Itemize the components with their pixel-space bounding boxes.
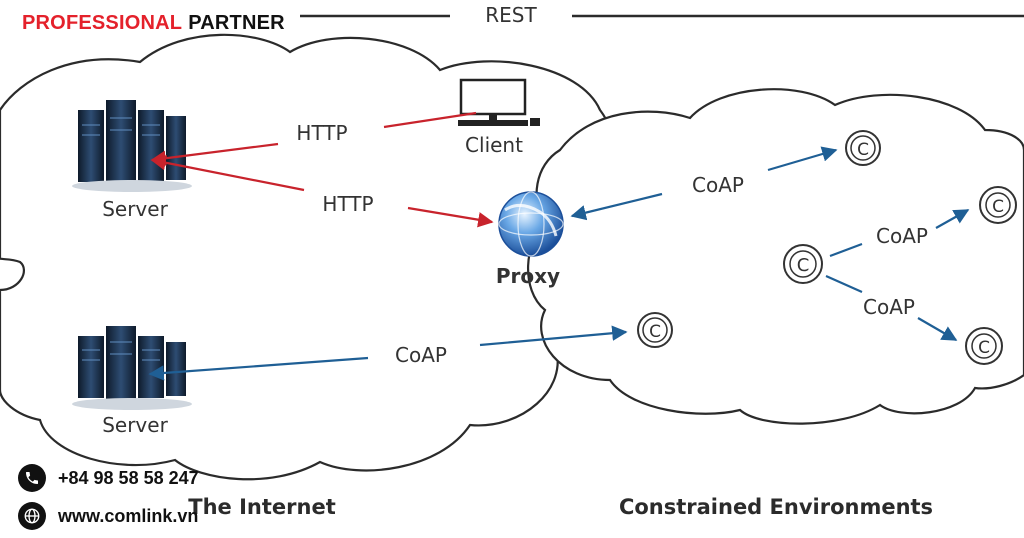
constrained-device-icon-mid: C <box>637 312 673 348</box>
proxy-globe-icon <box>498 191 564 257</box>
server-bottom-label: Server <box>102 413 168 437</box>
coap-line-lower-right <box>825 274 863 294</box>
http-client-line <box>383 111 477 129</box>
client-computer-icon <box>458 78 540 126</box>
coap-arrow-to-device-top <box>767 146 838 172</box>
constrained-region-label: Constrained Environments <box>619 495 933 519</box>
coap-label-upper-right: CoAP <box>876 224 928 248</box>
constrained-device-icon-top: C <box>845 130 881 166</box>
constrained-device-icon-upper-right: C <box>979 186 1017 224</box>
constrained-device-icon-hub: C <box>783 244 823 284</box>
coap-arrow-lower-right <box>917 317 958 341</box>
brand-part1: PROFESSIONAL <box>22 12 183 34</box>
http-label-1: HTTP <box>296 121 347 145</box>
coap-arrow-to-device-mid <box>479 325 628 347</box>
coap-label-proxy: CoAP <box>692 173 744 197</box>
device-symbol-hub: C <box>797 255 810 276</box>
phone-number: +84 98 58 58 247 <box>58 467 199 488</box>
device-symbol-mid: C <box>649 322 661 342</box>
coap-arrow-to-proxy <box>570 192 663 221</box>
device-symbol-top: C <box>857 140 869 160</box>
device-symbol-lower-right: C <box>978 338 990 358</box>
server-top-label: Server <box>102 197 168 221</box>
internet-region-label: The Internet <box>188 495 335 519</box>
coap-arrow-to-server-bottom <box>148 356 369 381</box>
phone-icon <box>18 464 46 492</box>
constrained-device-icon-lower-right: C <box>965 327 1003 365</box>
client-label: Client <box>465 133 523 157</box>
http-arrow-to-proxy <box>407 206 494 228</box>
coap-label-lower-right: CoAP <box>863 295 915 319</box>
http-label-2: HTTP <box>322 192 373 216</box>
contact-website[interactable]: www.comlink.vn <box>18 502 198 530</box>
contact-phone[interactable]: +84 98 58 58 247 <box>18 464 199 492</box>
coap-line-upper-right <box>829 242 863 258</box>
http-arrow-to-server-1 <box>150 142 279 166</box>
brand-part2: PARTNER <box>188 12 285 34</box>
coap-arrow-upper-right <box>935 209 970 229</box>
device-symbol-upper-right: C <box>992 197 1004 217</box>
http-arrow-to-server-2 <box>150 155 305 192</box>
website-url: www.comlink.vn <box>58 505 199 526</box>
proxy-label: Proxy <box>496 264 560 288</box>
constrained-cloud <box>526 88 1024 425</box>
rest-label: REST <box>485 3 537 27</box>
coap-label-bottom: CoAP <box>395 343 447 367</box>
globe-icon <box>18 502 46 530</box>
